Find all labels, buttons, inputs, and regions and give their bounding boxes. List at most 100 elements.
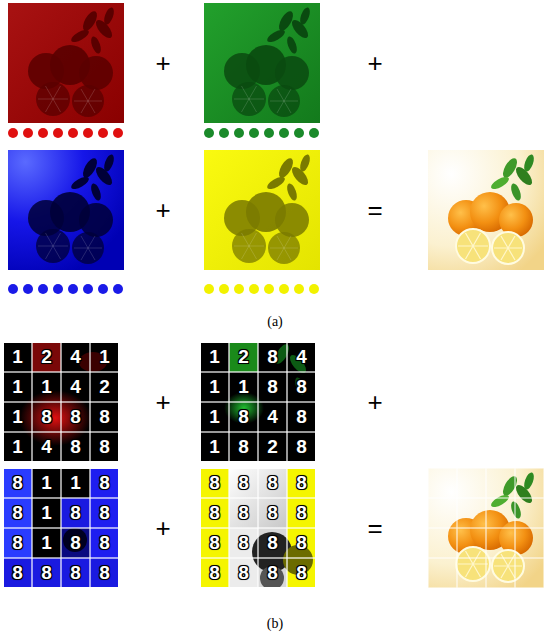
operator-sign: = — [367, 513, 382, 544]
cell-value: 1 — [12, 376, 23, 398]
yellow-dot-row — [264, 284, 274, 294]
blue-dot-row — [53, 284, 63, 294]
cell-value: 8 — [296, 406, 307, 428]
blue-weight-grid — [3, 468, 119, 588]
red-dot-row — [8, 128, 123, 138]
cell-value: 8 — [99, 472, 110, 494]
cell-value: 8 — [99, 502, 110, 524]
yellow-channel-image — [204, 150, 320, 270]
green-channel-image — [204, 3, 320, 123]
cell-value: 4 — [267, 406, 278, 428]
green-channel-image — [204, 3, 320, 123]
yellow-weight-grid — [200, 468, 316, 590]
green-channel-image — [224, 6, 312, 117]
green-dot-row — [204, 128, 319, 138]
cell-value: 8 — [209, 562, 220, 584]
green-weight-grid — [200, 342, 316, 462]
red-dot-row — [83, 128, 93, 138]
cell-value: 4 — [70, 376, 81, 398]
cell-value: 8 — [296, 502, 307, 524]
cell-value: 4 — [41, 436, 52, 458]
fused-image-grid — [428, 468, 544, 588]
cell-value: 2 — [99, 376, 110, 398]
cell-value: 8 — [12, 532, 23, 554]
cell-value: 1 — [12, 436, 23, 458]
cell-value: 1 — [209, 346, 220, 368]
cell-value: 4 — [70, 346, 81, 368]
cell-value: 4 — [296, 346, 307, 368]
yellow-dot-row — [219, 284, 229, 294]
cell-value: 8 — [70, 436, 81, 458]
cell-value: 8 — [238, 562, 249, 584]
yellow-weight-grid — [200, 468, 316, 588]
fused-image — [428, 150, 544, 270]
cell-value: 1 — [41, 376, 52, 398]
cell-value: 8 — [296, 436, 307, 458]
cell-value: 8 — [296, 472, 307, 494]
green-dot-row — [204, 128, 214, 138]
red-dot-row — [23, 128, 33, 138]
cell-value: 1 — [99, 346, 110, 368]
operator-sign: = — [367, 195, 382, 226]
operator-sign: + — [155, 387, 170, 418]
cell-value: 8 — [70, 562, 81, 584]
yellow-dot-row — [279, 284, 289, 294]
cell-value: 1 — [238, 376, 249, 398]
cell-value: 8 — [12, 502, 23, 524]
blue-weight-grid — [4, 469, 119, 588]
fused-image — [428, 150, 544, 270]
blue-weight-grid — [3, 468, 119, 588]
red-channel-image — [28, 6, 116, 117]
cell-value: 8 — [238, 406, 249, 428]
green-weight-grid — [200, 342, 316, 462]
yellow-channel-image — [224, 153, 312, 264]
blue-dot-row — [23, 284, 33, 294]
cell-value: 8 — [41, 406, 52, 428]
blue-weight-grid — [3, 468, 119, 588]
yellow-channel-image — [204, 150, 320, 270]
blue-channel-image — [28, 153, 116, 264]
yellow-dot-row — [204, 284, 319, 294]
green-dot-row — [294, 128, 304, 138]
yellow-dot-row — [309, 284, 319, 294]
cell-value: 8 — [99, 532, 110, 554]
operator-sign: + — [155, 513, 170, 544]
yellow-dot-row — [249, 284, 259, 294]
red-dot-row — [53, 128, 63, 138]
cell-value: 8 — [267, 532, 278, 554]
fused-image-grid — [428, 468, 544, 588]
yellow-channel-image — [204, 150, 320, 270]
blue-dot-row — [113, 284, 123, 294]
red-dot-row — [68, 128, 78, 138]
red-channel-image — [8, 3, 124, 123]
cell-value: 8 — [209, 502, 220, 524]
cell-value: 1 — [209, 376, 220, 398]
red-dot-row — [98, 128, 108, 138]
cell-value: 8 — [238, 436, 249, 458]
cell-value: 2 — [267, 436, 278, 458]
cell-value: 8 — [41, 562, 52, 584]
yellow-dot-row — [234, 284, 244, 294]
green-dot-row — [249, 128, 259, 138]
blue-channel-image — [8, 150, 124, 270]
operator-sign: + — [155, 195, 170, 226]
cell-value: 8 — [70, 532, 81, 554]
blue-channel-image — [8, 150, 124, 270]
cell-value: 8 — [238, 472, 249, 494]
cell-value: 1 — [12, 346, 23, 368]
red-dot-row — [8, 128, 18, 138]
cell-value: 8 — [99, 406, 110, 428]
operator-sign: + — [367, 48, 382, 79]
cell-value: 1 — [12, 406, 23, 428]
green-dot-row — [219, 128, 229, 138]
cell-value: 1 — [41, 532, 52, 554]
cell-value: 8 — [70, 502, 81, 524]
fused-image-grid — [428, 468, 544, 588]
blue-dot-row — [38, 284, 48, 294]
cell-value: 1 — [41, 502, 52, 524]
cell-value: 1 — [209, 406, 220, 428]
yellow-weight-grid — [200, 468, 316, 588]
blue-dot-row — [98, 284, 108, 294]
subfigure-label: (a) — [267, 314, 283, 330]
